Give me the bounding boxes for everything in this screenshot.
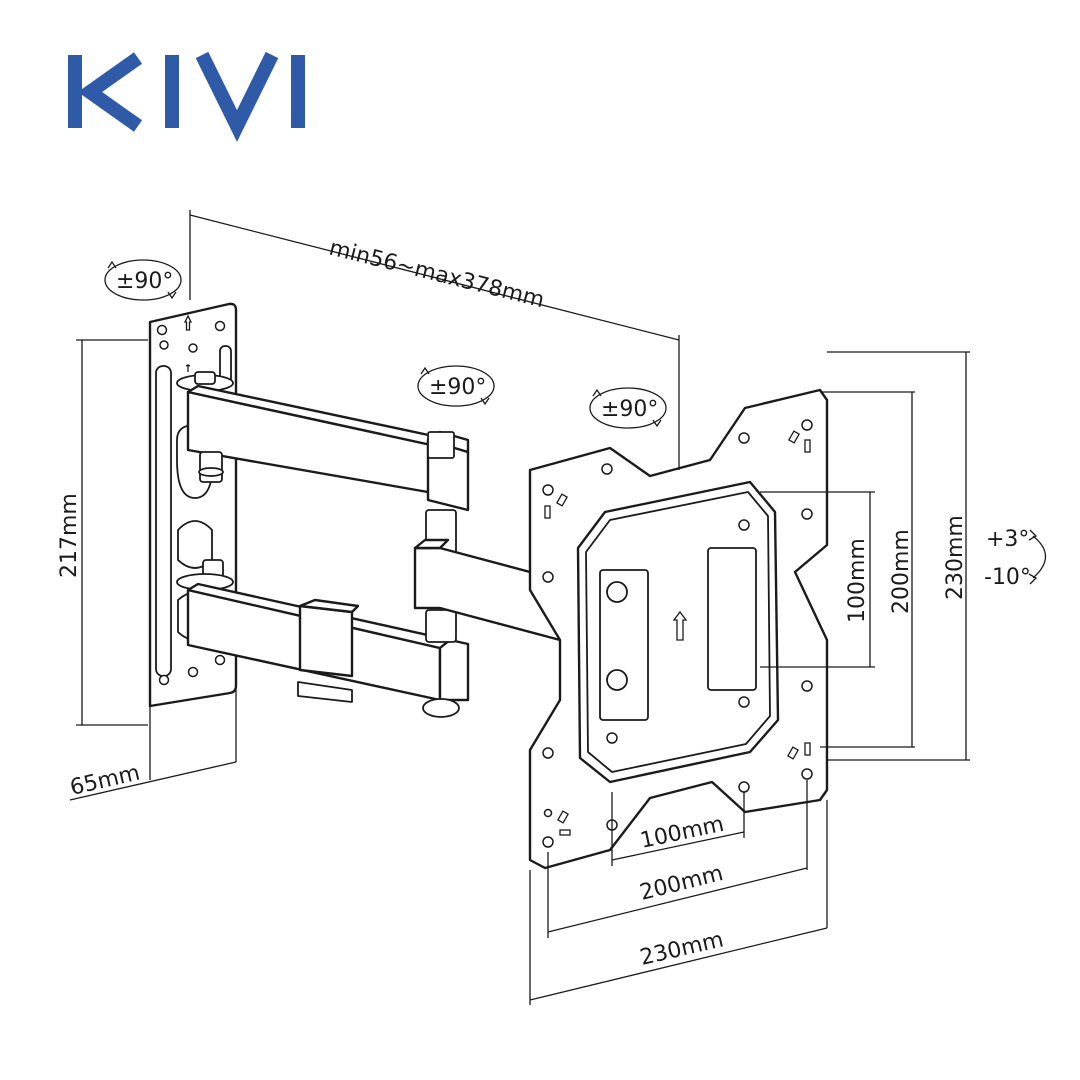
kivi-logo: [68, 51, 305, 142]
dimension-lines: [69, 210, 970, 1005]
wall-plate-depth-label: 65mm: [68, 761, 143, 801]
plate-width-label: 230mm: [638, 927, 726, 970]
arm-length-label: min56~max378mm: [327, 236, 547, 314]
wall-swivel-label: ±90°: [116, 269, 173, 294]
rotation-badge-wall: [104, 259, 182, 301]
tilt-arc: [1028, 529, 1047, 585]
vesa-small-vertical-label: 100mm: [845, 538, 870, 623]
vesa-small-horizontal-label: 100mm: [638, 812, 726, 854]
arm-swivel-label: ±90°: [429, 375, 486, 400]
upper-arm: [176, 371, 470, 555]
vesa-plate: [528, 388, 829, 870]
wall-plate-height-label: 217mm: [57, 493, 82, 578]
rotation-badge-head: [589, 387, 667, 429]
plate-height-label: 230mm: [943, 515, 968, 600]
head-swivel-label: ±90°: [601, 397, 658, 422]
vesa-large-vertical-label: 200mm: [889, 529, 914, 614]
lower-arm: [176, 559, 470, 718]
rotation-badge-arm: [417, 365, 495, 407]
tilt-up-label: +3°: [986, 527, 1029, 552]
tilt-down-label: -10°: [984, 565, 1031, 590]
